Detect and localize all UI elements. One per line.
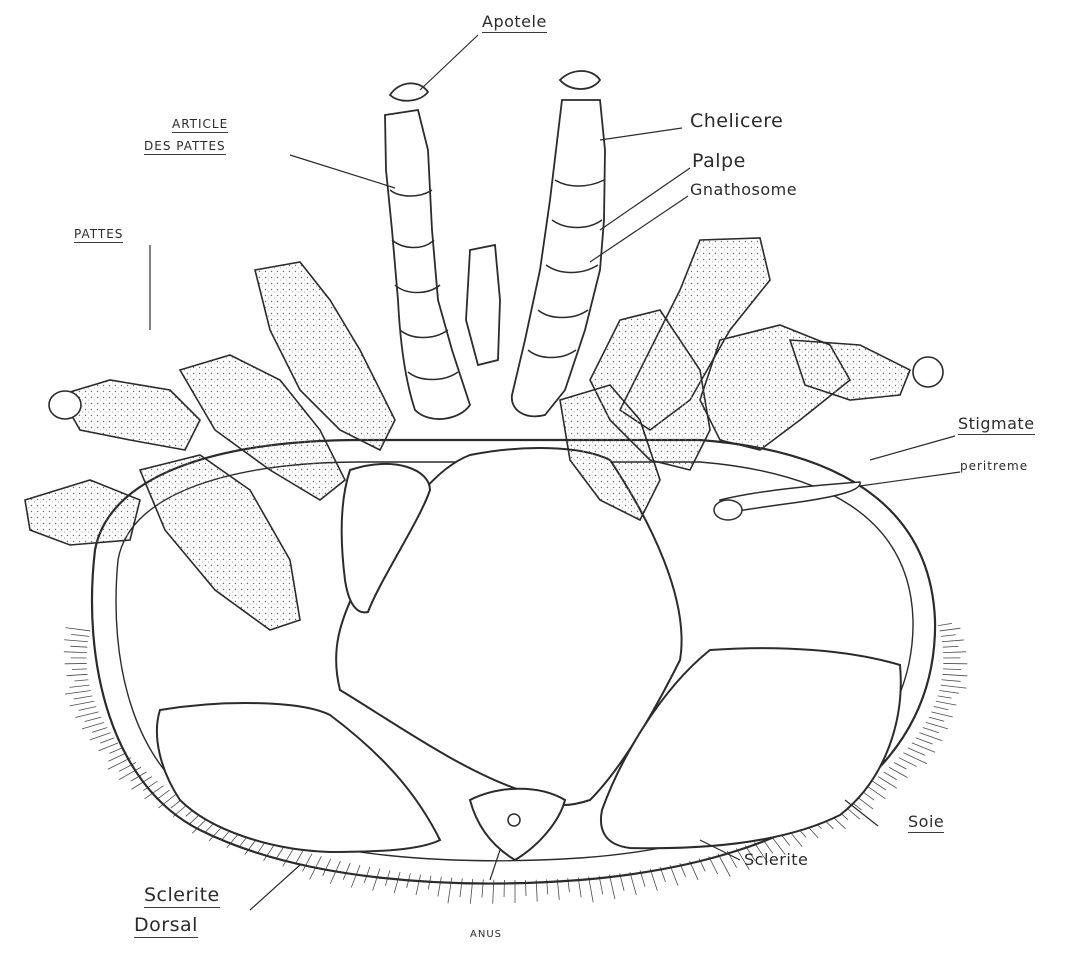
seta <box>609 875 615 899</box>
seta <box>942 680 961 682</box>
left-leg-5 <box>25 480 140 545</box>
seta <box>109 748 122 754</box>
seta <box>90 733 111 740</box>
seta <box>908 748 925 756</box>
seta <box>71 634 89 636</box>
seta <box>938 623 952 625</box>
seta <box>79 707 97 711</box>
right-chelicera <box>512 100 605 416</box>
seta <box>303 854 312 872</box>
seta <box>934 707 949 710</box>
seta <box>66 628 91 631</box>
seta <box>65 691 91 695</box>
seta <box>108 753 126 761</box>
label-anus: ANUS <box>470 930 502 940</box>
seta <box>926 722 948 729</box>
seta <box>942 640 964 642</box>
seta <box>351 865 360 887</box>
seta <box>85 717 101 721</box>
seta <box>72 669 87 670</box>
label-chelicere: Chelicere <box>690 112 783 131</box>
seta <box>343 863 350 880</box>
label-sclerite: Sclerite <box>744 852 808 868</box>
seta <box>919 733 942 741</box>
seta <box>916 738 933 744</box>
seta <box>929 717 944 721</box>
seta <box>943 669 961 670</box>
label-apotele: Apotele <box>482 14 547 33</box>
left-leg-3 <box>140 455 300 630</box>
label-article-line2: DES PATTES <box>144 140 226 155</box>
seta <box>931 712 952 717</box>
label-palpe: Palpe <box>692 152 746 171</box>
seta <box>64 640 88 642</box>
right-apotele <box>560 71 600 89</box>
palp <box>466 245 500 365</box>
seta <box>873 781 886 790</box>
seta <box>99 743 118 751</box>
seta <box>448 878 452 904</box>
label-sclerite-dorsal-line2: Dorsal <box>134 916 198 938</box>
label-sclerite-dorsal-line1: Sclerite <box>144 886 220 908</box>
left-legs <box>25 262 395 630</box>
seta <box>942 674 967 676</box>
seta <box>884 772 897 780</box>
seta <box>82 722 104 729</box>
seta <box>70 646 87 647</box>
seta <box>296 851 303 863</box>
seta <box>416 875 421 895</box>
seta <box>75 712 98 718</box>
right-leg-tip <box>913 357 943 387</box>
seta <box>74 680 88 681</box>
left-leg-4 <box>60 380 200 450</box>
left-leg-tip <box>49 391 81 419</box>
seta <box>67 674 88 675</box>
seta <box>941 685 967 688</box>
seta <box>394 872 400 893</box>
ventral-plates <box>157 448 901 860</box>
seta <box>940 628 961 631</box>
seta <box>70 685 90 687</box>
gnathosome <box>385 71 605 419</box>
seta <box>939 691 959 694</box>
seta <box>482 879 483 897</box>
seta <box>438 877 441 897</box>
seta <box>460 878 462 897</box>
seta <box>157 790 170 799</box>
label-gnathosome: Gnathosome <box>690 182 797 198</box>
seta <box>943 652 966 653</box>
seta <box>936 701 957 705</box>
label-article-line1: ARTICLE <box>172 118 228 133</box>
seta <box>74 696 93 699</box>
label-pattes: PATTES <box>74 228 123 243</box>
label-peritreme: peritreme <box>960 460 1028 472</box>
seta <box>943 646 959 647</box>
seta <box>100 738 114 743</box>
seta <box>899 758 917 767</box>
seta <box>923 728 939 733</box>
seta <box>64 652 87 653</box>
stigmate-peritreme <box>714 482 860 520</box>
seta <box>323 859 331 876</box>
stigmate-opening <box>714 500 742 520</box>
label-stigmate: Stigmate <box>958 416 1035 435</box>
seta <box>941 635 956 637</box>
label-soie: Soie <box>908 814 944 833</box>
seta <box>92 728 107 733</box>
seta <box>889 767 907 777</box>
seta <box>894 763 906 770</box>
seta <box>373 869 380 891</box>
right-legs <box>560 238 943 520</box>
seta <box>589 877 593 903</box>
seta <box>938 696 952 698</box>
seta <box>70 701 95 706</box>
left-apotele <box>390 83 428 100</box>
